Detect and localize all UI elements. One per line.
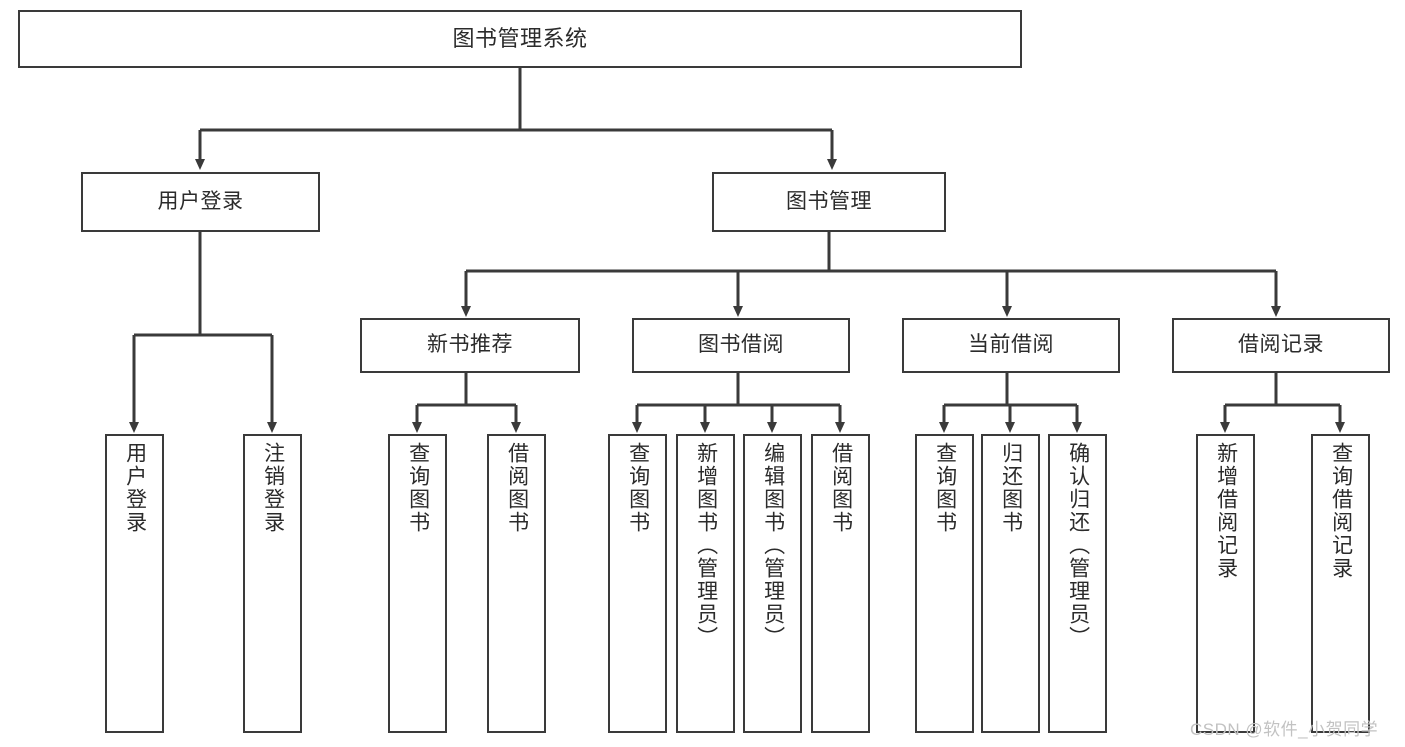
node-label: 编辑图书（管理员）	[761, 442, 785, 649]
node-label: 借阅图书	[829, 442, 853, 534]
node-leaf-add-borrow-record[interactable]: 新增借阅记录	[1196, 434, 1255, 733]
node-label: 新书推荐	[427, 333, 513, 357]
node-label: 新增图书（管理员）	[694, 442, 718, 649]
node-label: 归还图书	[999, 442, 1023, 534]
node-current-borrow[interactable]: 当前借阅	[902, 318, 1120, 373]
node-borrow-record[interactable]: 借阅记录	[1172, 318, 1390, 373]
node-label: 当前借阅	[968, 333, 1054, 357]
node-label: 用户登录	[157, 189, 244, 213]
node-label: 确认归还（管理员）	[1066, 442, 1090, 649]
node-label: 新增借阅记录	[1214, 442, 1238, 580]
node-leaf-borrow-book[interactable]: 借阅图书	[811, 434, 870, 733]
node-label: 查询图书	[626, 442, 650, 534]
node-label: 查询图书	[933, 442, 957, 534]
node-leaf-query-book-current[interactable]: 查询图书	[915, 434, 974, 733]
node-leaf-user-logout[interactable]: 注销登录	[243, 434, 302, 733]
node-label: 借阅图书	[505, 442, 529, 534]
watermark: CSDN @软件_小贺同学	[1190, 720, 1379, 739]
node-root-system[interactable]: 图书管理系统	[18, 10, 1022, 68]
node-leaf-user-login[interactable]: 用户登录	[105, 434, 164, 733]
node-leaf-return-book[interactable]: 归还图书	[981, 434, 1040, 733]
node-label: 用户登录	[123, 442, 147, 534]
node-label: 图书管理	[786, 189, 872, 213]
node-label: 图书借阅	[698, 333, 784, 357]
node-leaf-add-book[interactable]: 新增图书（管理员）	[676, 434, 735, 733]
node-label: 注销登录	[261, 442, 285, 534]
node-label: 查询图书	[406, 442, 430, 534]
node-new-book-recommend[interactable]: 新书推荐	[360, 318, 580, 373]
node-leaf-query-book-borrow[interactable]: 查询图书	[608, 434, 667, 733]
node-user-login[interactable]: 用户登录	[81, 172, 320, 232]
node-book-borrow[interactable]: 图书借阅	[632, 318, 850, 373]
node-leaf-query-borrow-record[interactable]: 查询借阅记录	[1311, 434, 1370, 733]
node-label: 查询借阅记录	[1329, 442, 1353, 580]
node-leaf-edit-book[interactable]: 编辑图书（管理员）	[743, 434, 802, 733]
node-label: 借阅记录	[1238, 333, 1324, 357]
node-leaf-query-book-recommend[interactable]: 查询图书	[388, 434, 447, 733]
node-leaf-confirm-return[interactable]: 确认归还（管理员）	[1048, 434, 1107, 733]
node-leaf-borrow-book-recommend[interactable]: 借阅图书	[487, 434, 546, 733]
node-book-management[interactable]: 图书管理	[712, 172, 946, 232]
node-label: 图书管理系统	[452, 26, 588, 52]
